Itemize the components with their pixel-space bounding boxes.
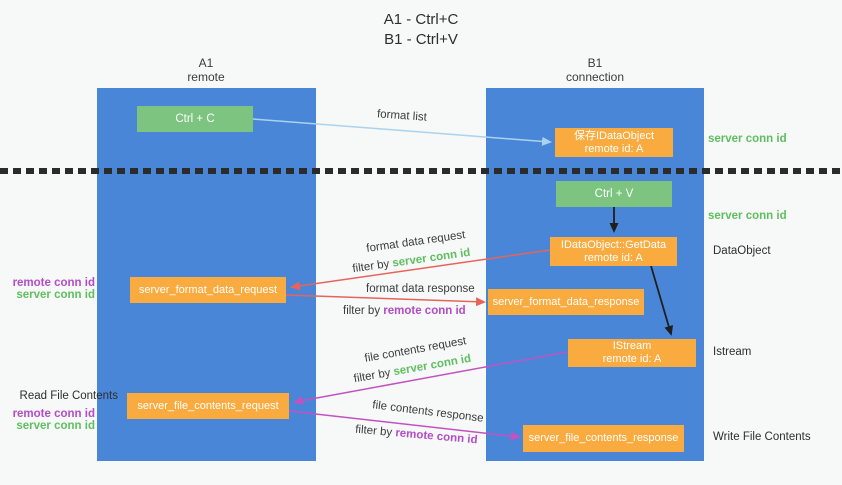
label-left-file-group: remote conn id server conn id <box>0 408 95 432</box>
node-istream: IStream remote id: A <box>568 339 696 367</box>
label-format-list: format list <box>376 108 428 124</box>
node-ctrl-v-label: Ctrl + V <box>594 187 634 200</box>
server-conn-id-key: server conn id <box>391 246 472 270</box>
label-file-contents-response: file contents response <box>371 399 485 425</box>
node-getdata: IDataObject::GetData remote id: A <box>550 237 677 266</box>
column-b1-name: B1 <box>587 56 603 70</box>
node-save-dataobject-line2: remote id: A <box>584 142 644 155</box>
column-header-a1: A1 remote <box>126 56 286 84</box>
node-server-file-contents-response-label: server_file_contents_response <box>528 432 679 444</box>
node-server-format-data-request-label: server_format_data_request <box>138 283 278 296</box>
node-server-file-contents-request: server_file_contents_request <box>127 393 289 419</box>
column-header-b1: B1 connection <box>515 56 675 84</box>
dotted-separator <box>0 168 842 174</box>
label-write-file-contents: Write File Contents <box>713 431 811 443</box>
node-getdata-line2: remote id: A <box>584 251 643 264</box>
node-server-format-data-request: server_format_data_request <box>130 277 286 303</box>
label-server-conn-id-file: server conn id <box>16 420 95 432</box>
label-format-data-response: format data response <box>366 283 475 295</box>
title-line-1: A1 - Ctrl+C <box>383 11 459 28</box>
filter-by-text: filter by <box>343 305 384 317</box>
node-save-dataobject: 保存IDataObject remote id: A <box>555 128 673 157</box>
remote-conn-id-key: remote conn id <box>383 305 466 317</box>
label-read-file-contents: Read File Contents <box>19 390 118 402</box>
title-line-2: B1 - Ctrl+V <box>384 31 458 48</box>
node-server-file-contents-response: server_file_contents_response <box>523 425 684 452</box>
node-istream-line1: IStream <box>612 340 652 352</box>
node-getdata-line1: IDataObject::GetData <box>560 238 667 251</box>
label-left-format-group: remote conn id server conn id <box>0 277 95 301</box>
remote-conn-id-key: remote conn id <box>394 427 478 447</box>
label-format-data-response-filter: filter by remote conn id <box>343 305 466 317</box>
node-ctrl-c-label: Ctrl + C <box>175 112 215 125</box>
filter-by-text: filter by <box>352 366 395 386</box>
label-server-conn-id-top: server conn id <box>708 133 787 145</box>
label-server-conn-id-format: server conn id <box>16 289 95 301</box>
node-save-dataobject-line1: 保存IDataObject <box>573 129 655 142</box>
label-file-contents-response-filter: filter by remote conn id <box>355 424 478 447</box>
column-b1-subtitle: connection <box>565 70 625 84</box>
label-istream: Istream <box>713 346 752 358</box>
diagram-title: A1 - Ctrl+C B1 - Ctrl+V <box>0 10 842 50</box>
node-ctrl-c: Ctrl + C <box>137 106 253 132</box>
filter-by-text: filter by <box>351 257 394 276</box>
label-dataobject: DataObject <box>713 245 771 257</box>
label-remote-conn-id-file: remote conn id <box>12 408 95 420</box>
node-server-file-contents-request-label: server_file_contents_request <box>137 399 279 412</box>
column-a1-name: A1 <box>198 56 214 70</box>
node-server-format-data-response-label: server_format_data_response <box>492 295 640 308</box>
column-a1-subtitle: remote <box>187 70 225 84</box>
node-istream-line2: remote id: A <box>602 353 662 365</box>
node-server-format-data-response: server_format_data_response <box>488 289 644 315</box>
label-remote-conn-id-format: remote conn id <box>12 277 95 289</box>
filter-by-text: filter by <box>354 423 396 440</box>
node-ctrl-v: Ctrl + V <box>556 181 672 207</box>
label-server-conn-id-mid: server conn id <box>708 210 787 222</box>
